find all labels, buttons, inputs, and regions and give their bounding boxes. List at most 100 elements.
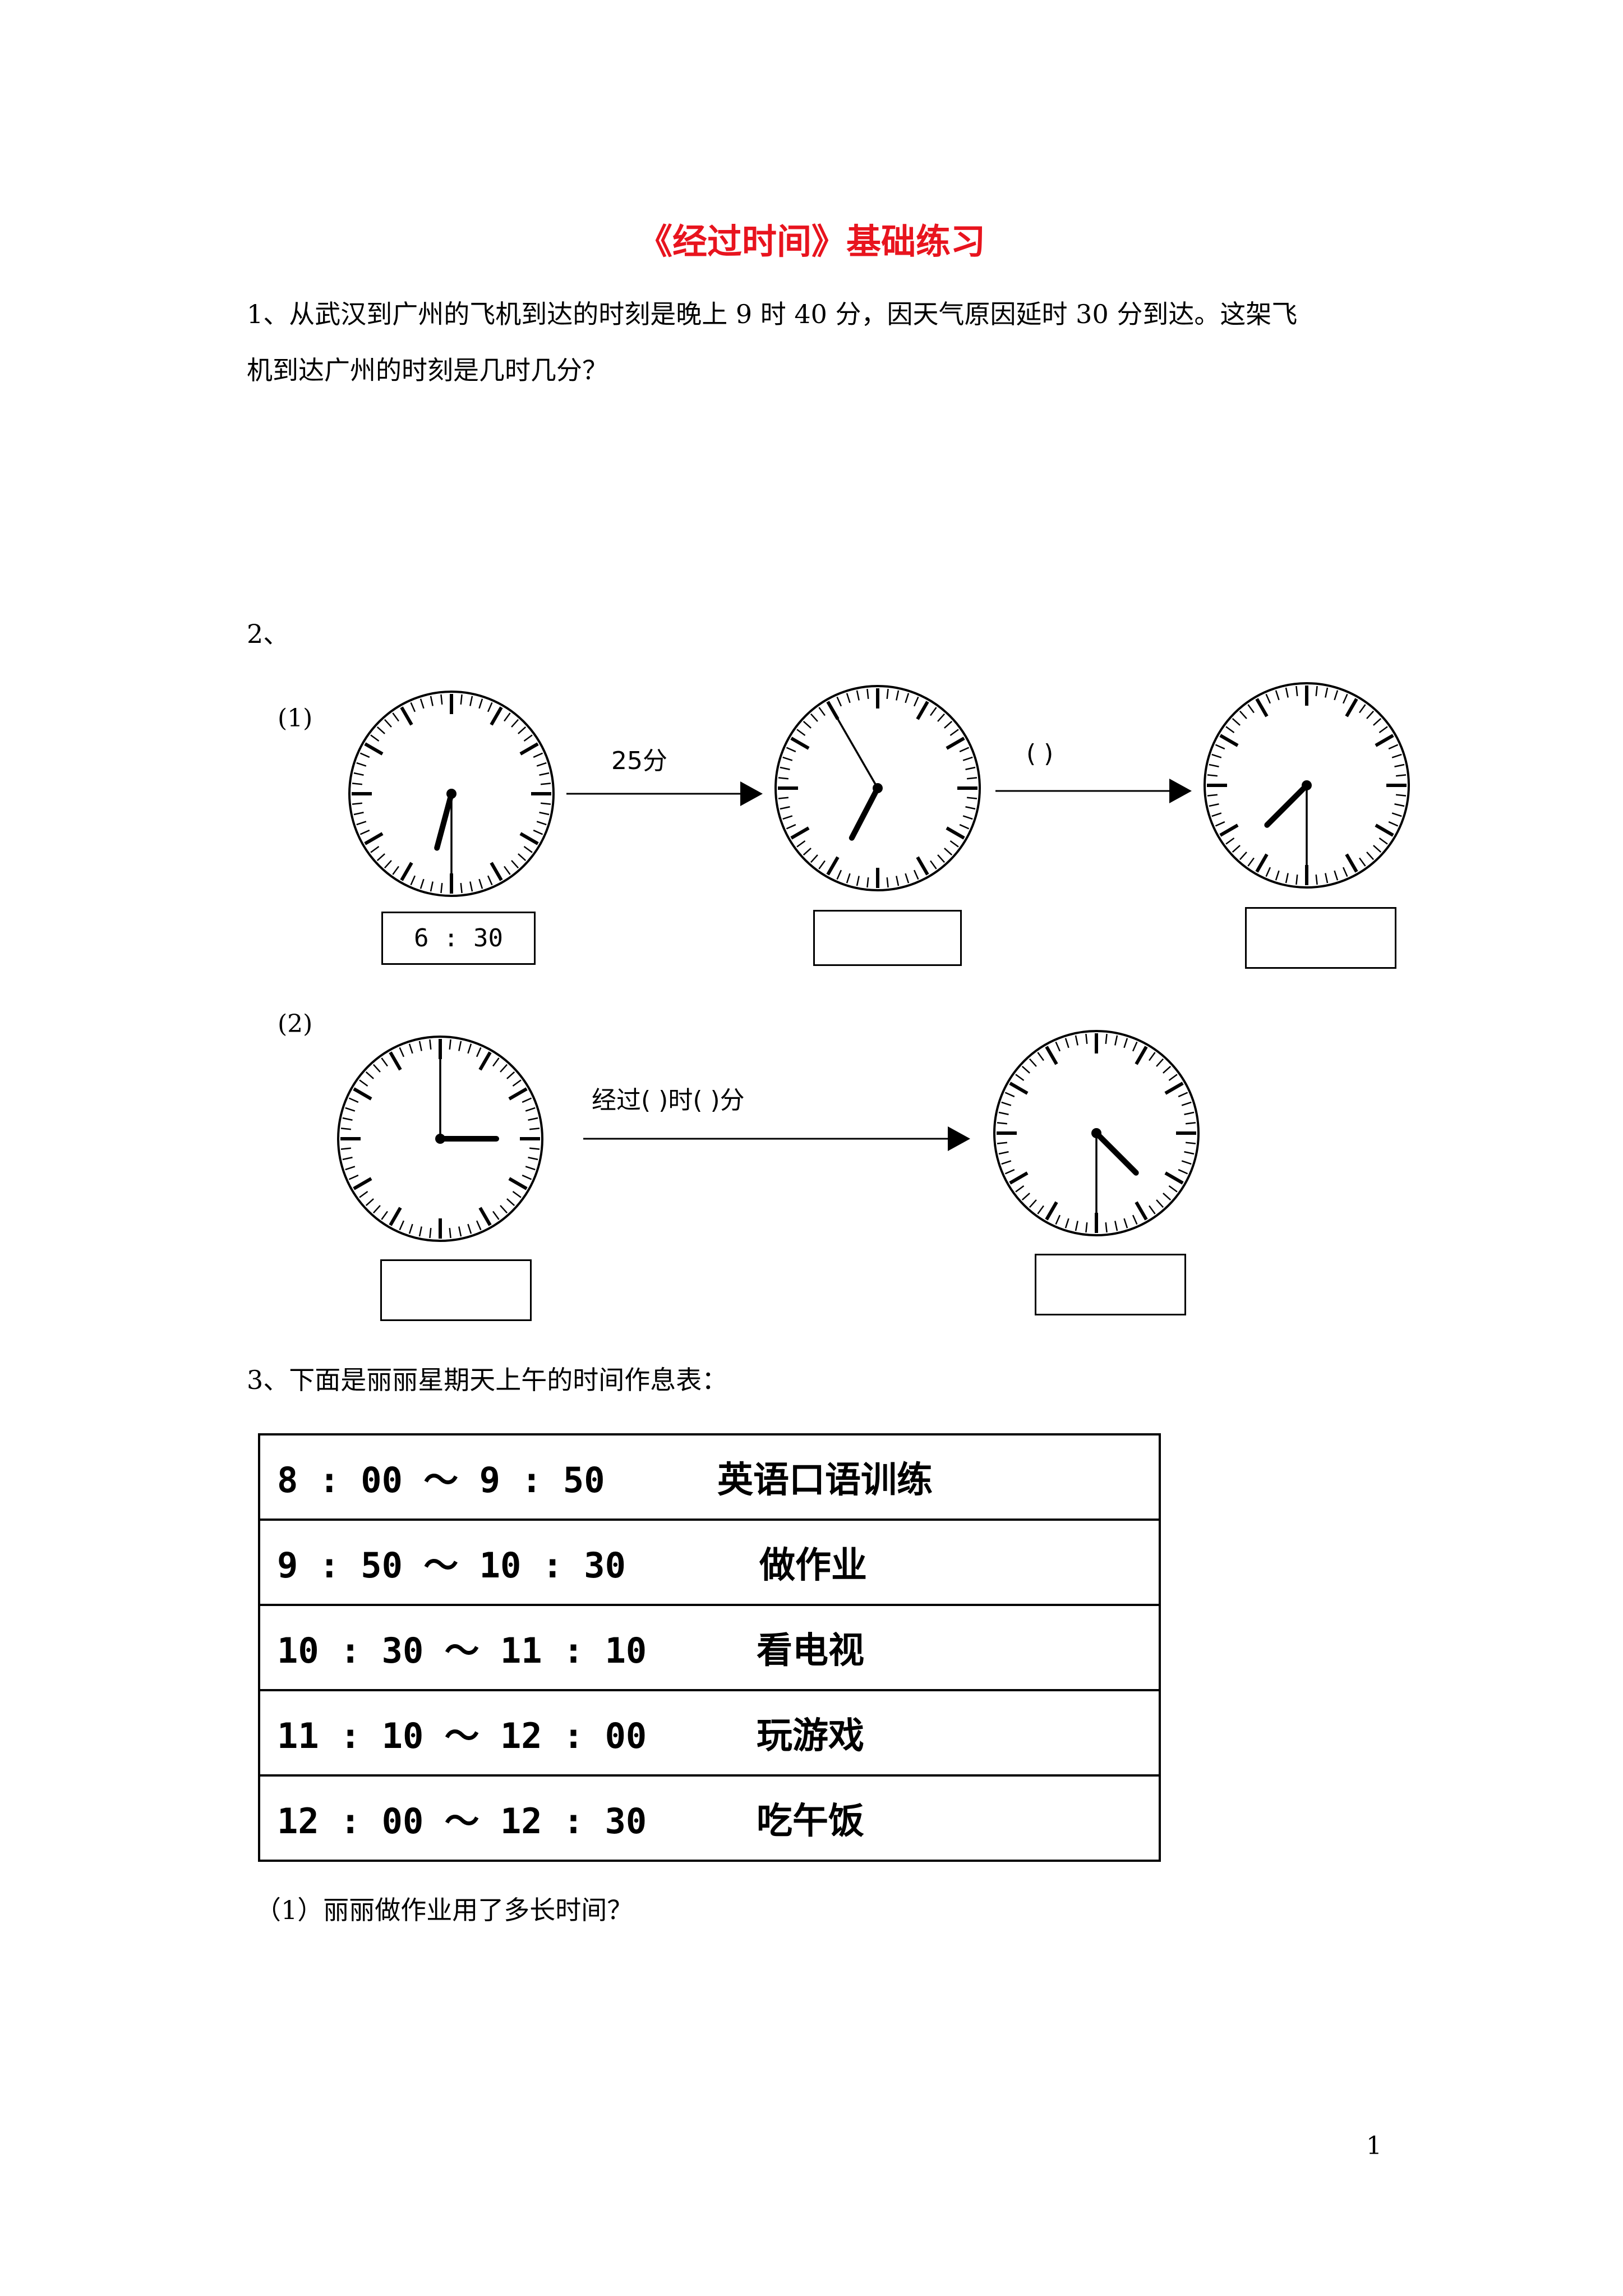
hour-tick — [916, 701, 929, 720]
schedule-activity: 做作业 — [759, 1545, 867, 1586]
minute-tick — [866, 877, 869, 888]
minute-tick — [782, 756, 793, 761]
minute-tick — [429, 1227, 432, 1239]
minute-tick — [1334, 690, 1339, 701]
minute-tick — [408, 1043, 413, 1054]
minute-tick — [1225, 726, 1235, 733]
table-row: 12 : 00 ～ 12 : 30 吃午饭 — [258, 1774, 1161, 1862]
minute-tick — [1391, 753, 1402, 758]
minute-tick — [1181, 1160, 1192, 1165]
minute-tick — [836, 869, 842, 880]
minute-tick — [782, 815, 793, 820]
minute-tick — [1163, 1065, 1172, 1074]
minute-tick — [866, 688, 869, 700]
minute-tick — [1001, 1101, 1012, 1106]
minute-tick — [1378, 726, 1388, 733]
time-box-1: 6 : 30 — [381, 912, 536, 965]
minute-tick — [1275, 870, 1280, 881]
page-title: 《经过时间》基础练习 — [637, 221, 985, 262]
hour-tick — [1164, 1171, 1184, 1185]
minute-tick — [1184, 1151, 1195, 1155]
hour-tick — [1219, 823, 1239, 837]
minute-tick — [1391, 812, 1402, 817]
clock-1 — [348, 691, 555, 897]
table-row: 10 : 30 ～ 11 : 10 看电视 — [258, 1604, 1161, 1691]
minute-tick — [478, 878, 483, 889]
minute-tick — [528, 1117, 538, 1121]
minute-tick — [522, 1174, 532, 1180]
minute-tick — [905, 693, 910, 703]
minute-tick — [962, 815, 973, 820]
question-1-line-1: 1、从武汉到广州的飞机到达的时刻是晚上 9 时 40 分，因天气原因延时 30 … — [247, 299, 1298, 329]
schedule-time: 10 : 30 ～ 11 : 10 — [277, 1630, 647, 1671]
minute-tick — [476, 1220, 482, 1231]
minute-tick — [1029, 1058, 1037, 1067]
minute-tick — [1325, 687, 1329, 698]
answer-box-4[interactable] — [380, 1259, 532, 1321]
minute-tick — [1285, 687, 1289, 698]
minute-tick — [1156, 1199, 1164, 1208]
hour-tick — [508, 1087, 528, 1101]
minute-tick — [476, 1047, 482, 1057]
minute-tick — [1215, 821, 1225, 827]
minute-tick — [1037, 1205, 1044, 1214]
minute-tick — [356, 762, 367, 767]
minute-tick — [399, 1047, 405, 1057]
minute-tick — [1021, 1193, 1030, 1201]
minute-tick — [803, 848, 811, 856]
minute-tick — [460, 694, 463, 705]
hour-tick — [519, 832, 539, 845]
minute-tick — [522, 1097, 532, 1103]
minute-tick — [1075, 1035, 1078, 1046]
hour-tick — [826, 856, 840, 876]
minute-tick — [1149, 1205, 1156, 1214]
minute-tick — [1366, 852, 1375, 861]
minute-tick — [1114, 1035, 1118, 1046]
minute-tick — [512, 1191, 522, 1198]
minute-tick — [376, 726, 385, 734]
hour-tick — [1135, 1201, 1148, 1221]
minute-tick — [492, 1211, 500, 1220]
minute-tick — [359, 1191, 368, 1198]
minute-tick — [512, 1079, 522, 1087]
minute-tick — [392, 866, 399, 875]
minute-tick — [539, 772, 550, 776]
minute-tick — [1055, 1041, 1061, 1052]
minute-tick — [1004, 1168, 1015, 1175]
minute-tick — [540, 783, 551, 785]
hour-tick — [946, 737, 965, 750]
minute-tick — [796, 840, 806, 848]
clock-3 — [1204, 682, 1410, 889]
minute-tick — [372, 1064, 381, 1073]
minute-tick — [1123, 1038, 1128, 1048]
minute-tick — [856, 876, 860, 886]
minute-tick — [518, 726, 527, 734]
hour-hand — [1264, 783, 1310, 828]
clock-center — [1091, 1128, 1101, 1138]
answer-box-2[interactable] — [813, 910, 962, 966]
minute-tick — [1207, 794, 1218, 797]
minute-tick — [1295, 874, 1298, 885]
minute-tick — [487, 875, 493, 886]
minute-tick — [962, 756, 973, 761]
minute-tick — [504, 712, 511, 722]
table-row: 8 : 00 ～ 9 : 50 英语口语训练 — [258, 1433, 1161, 1521]
answer-box-5[interactable] — [1035, 1254, 1186, 1315]
minute-tick — [440, 882, 443, 894]
minute-tick — [492, 1057, 500, 1067]
minute-tick — [810, 854, 818, 863]
minute-tick — [966, 777, 978, 780]
minute-tick — [1181, 1101, 1192, 1106]
minute-tick — [836, 696, 842, 707]
schedule-time: 12 : 00 ～ 12 : 30 — [277, 1801, 647, 1842]
minute-tick — [796, 729, 806, 736]
minute-tick — [359, 829, 370, 835]
hour-tick — [353, 1177, 372, 1190]
minute-tick — [410, 702, 416, 712]
answer-box-3[interactable] — [1245, 907, 1396, 969]
minute-tick — [1207, 774, 1218, 777]
minute-tick — [1373, 845, 1382, 853]
minute-tick — [1285, 873, 1289, 884]
hour-tick — [1375, 823, 1394, 837]
schedule-time: 9 : 50 ～ 10 : 30 — [277, 1545, 626, 1586]
